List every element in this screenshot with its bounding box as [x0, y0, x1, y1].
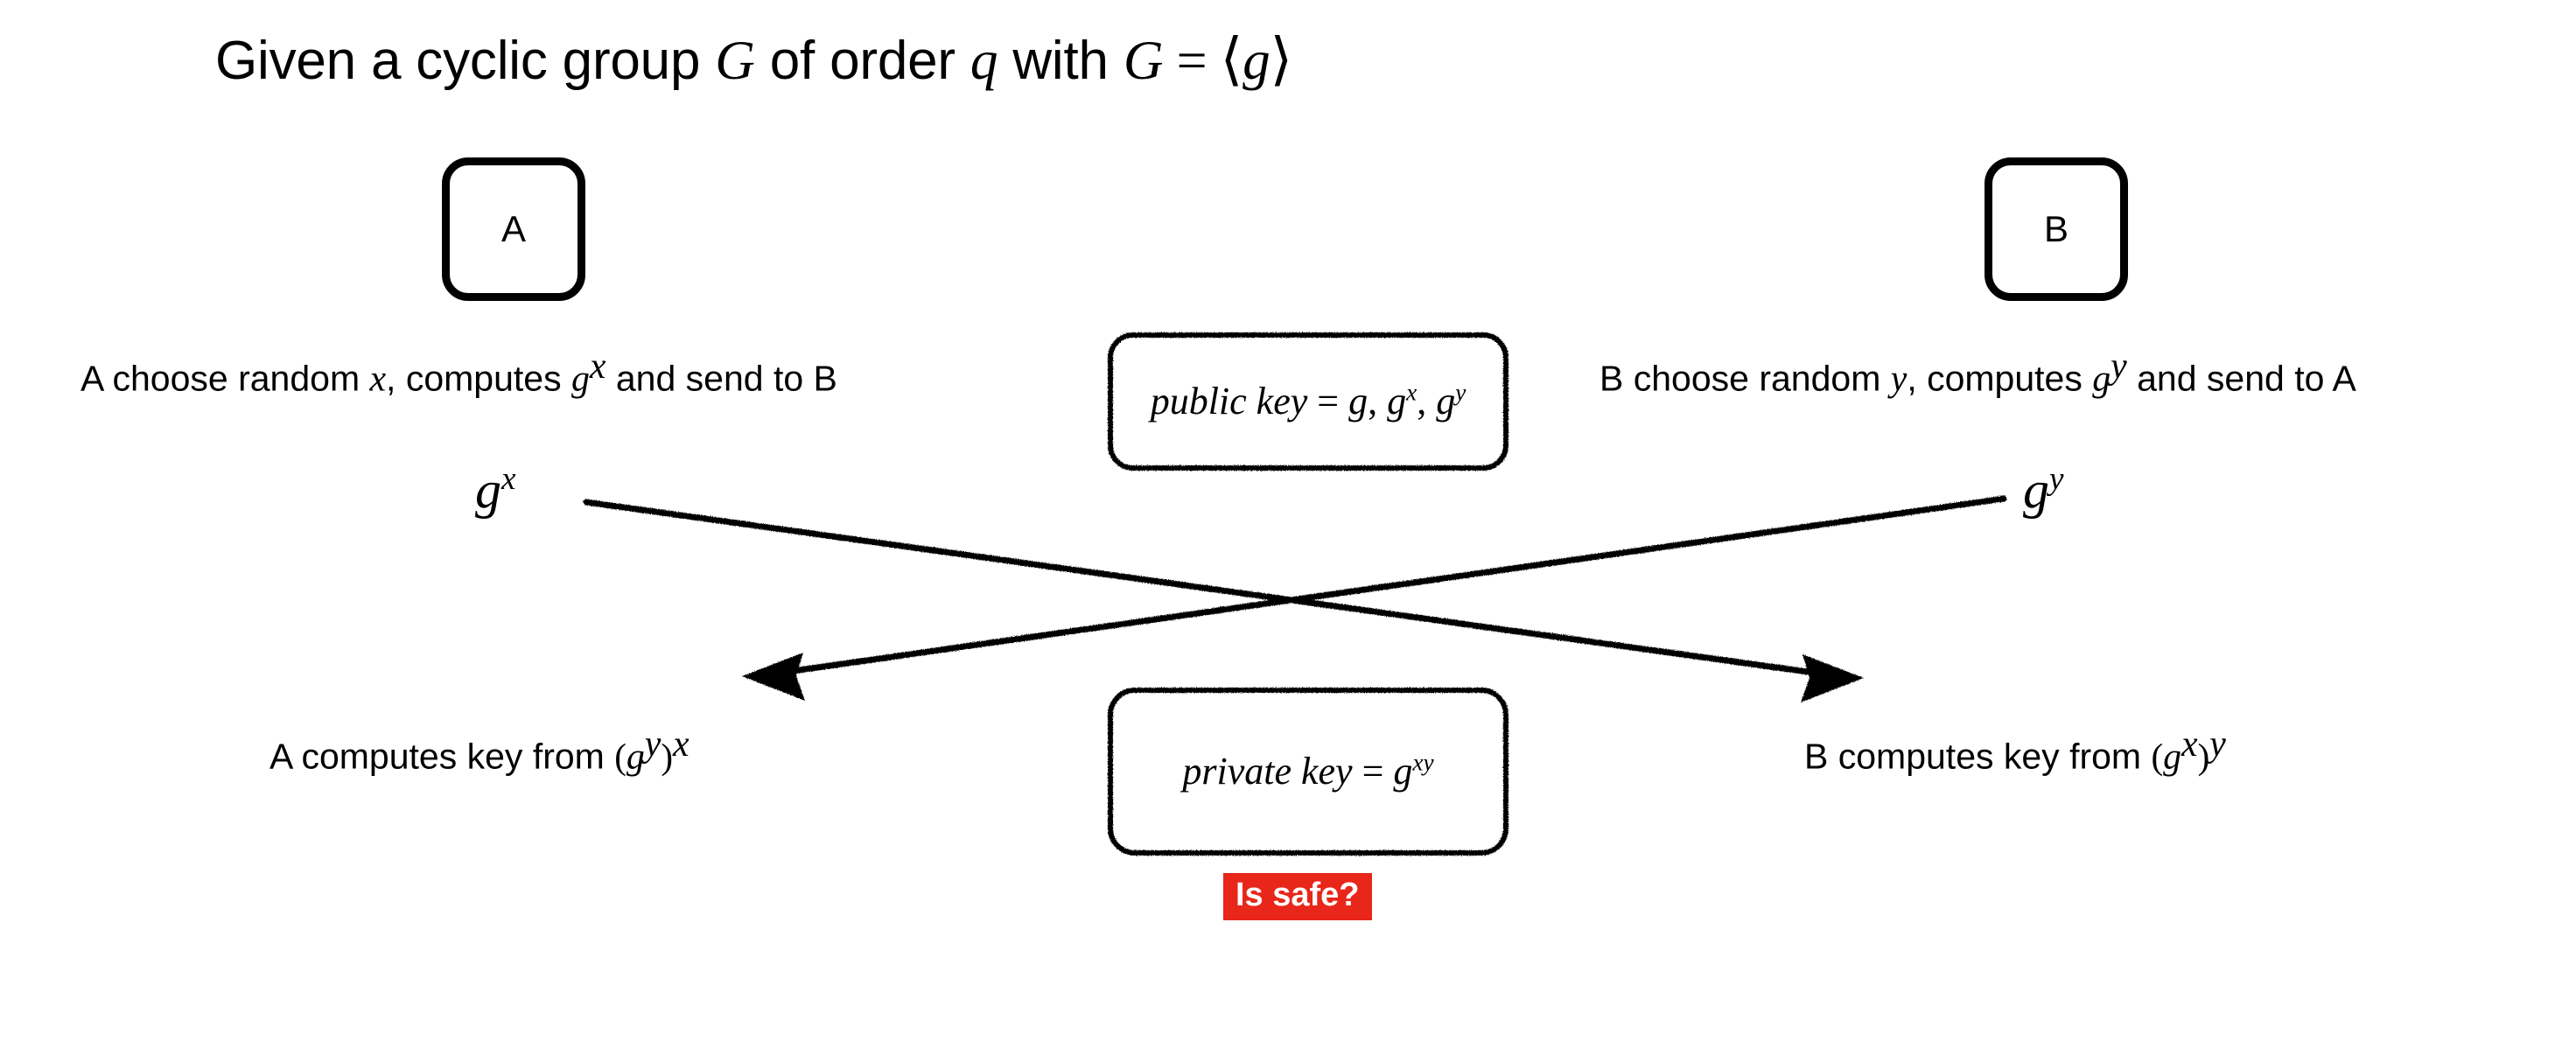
- title-mid-order: of order: [754, 31, 970, 91]
- step-b-variable: y: [1890, 359, 1908, 400]
- title-order-variable: q: [970, 30, 998, 91]
- party-b-label: B: [2043, 208, 2068, 249]
- result-a-paren-open: (: [614, 736, 626, 777]
- step-description-a: A choose random x, computes gx and send …: [80, 346, 837, 400]
- arrow-label-gy-base: g: [2023, 461, 2049, 519]
- step-b-mid: , computes: [1907, 358, 2093, 399]
- party-box-a[interactable]: A: [442, 157, 585, 301]
- private-key-exponent: xy: [1412, 749, 1434, 776]
- arrow-a-to-b: [583, 499, 1864, 702]
- public-key-formula: public key = g, gx, gy: [1150, 379, 1466, 423]
- status-badge-is-safe[interactable]: Is safe?: [1223, 873, 1372, 920]
- result-a-paren-close: ): [661, 736, 673, 777]
- step-a-prefix: A choose random: [80, 358, 370, 399]
- public-key-g: g: [1348, 380, 1368, 423]
- private-key-box: private key = gxy: [1106, 686, 1510, 857]
- step-b-exponent: y: [2110, 346, 2127, 387]
- result-a-inner-exponent: y: [644, 724, 662, 765]
- title-generator-variable: g: [1242, 30, 1270, 91]
- result-b-inner-exponent: x: [2181, 724, 2198, 765]
- step-a-exponent: x: [589, 346, 606, 387]
- party-a-label: A: [500, 208, 526, 249]
- public-key-comma-1: ,: [1368, 380, 1388, 423]
- step-a-base: g: [570, 359, 590, 400]
- title-group-variable-2: G: [1123, 30, 1164, 91]
- arrow-label-gy-exponent: y: [2049, 461, 2064, 497]
- step-a-mid: , computes: [386, 358, 571, 399]
- title-prefix: Given a cyclic group: [215, 31, 716, 91]
- arrow-label-gx-base: g: [475, 461, 501, 519]
- step-description-b: B choose random y, computes gy and send …: [1600, 346, 2356, 400]
- angle-open-icon: ⟨: [1220, 26, 1243, 93]
- public-key-gx-exponent: x: [1406, 379, 1418, 406]
- result-a-outer-exponent: x: [673, 724, 690, 765]
- public-key-gx-base: g: [1387, 380, 1407, 423]
- result-a-prefix: A computes key from: [270, 736, 615, 777]
- result-b-paren-close: ): [2197, 736, 2210, 777]
- result-b-paren-open: (: [2151, 736, 2164, 777]
- arrow-right-head-icon: [1801, 654, 1864, 702]
- step-b-base: g: [2092, 359, 2111, 400]
- party-box-b[interactable]: B: [1984, 157, 2128, 301]
- arrow-label-gx-exponent: x: [501, 461, 516, 497]
- arrow-label-gy: gy: [2023, 461, 2064, 519]
- title-mid-with: with: [998, 31, 1124, 91]
- private-key-base: g: [1393, 750, 1413, 793]
- result-b-prefix: B computes key from: [1804, 736, 2152, 777]
- public-key-gy-base: g: [1436, 380, 1456, 423]
- title-group-variable: G: [715, 30, 755, 91]
- page-title: Given a cyclic group G of order q with G…: [215, 31, 1292, 89]
- public-key-lead: public key: [1150, 380, 1308, 423]
- arrow-label-gx: gx: [475, 461, 516, 519]
- arrow-b-to-a: [742, 495, 2007, 701]
- private-key-lead: private key: [1182, 750, 1353, 793]
- angle-close-icon: ⟩: [1270, 26, 1293, 93]
- result-description-b: B computes key from (gx)y: [1804, 724, 2226, 778]
- step-a-suffix: and send to B: [606, 358, 837, 399]
- public-key-equals: =: [1307, 380, 1349, 423]
- status-badge-label: Is safe?: [1236, 877, 1360, 913]
- result-a-base: g: [626, 737, 645, 778]
- title-equals: =: [1163, 31, 1221, 91]
- step-b-suffix: and send to A: [2126, 358, 2356, 399]
- private-key-formula: private key = gxy: [1182, 749, 1434, 793]
- result-description-a: A computes key from (gy)x: [270, 724, 690, 778]
- public-key-box-outline: [1108, 332, 1508, 471]
- private-key-box-outline: [1108, 688, 1508, 856]
- public-key-box: public key = g, gx, gy: [1106, 331, 1510, 472]
- private-key-equals: =: [1352, 750, 1394, 793]
- result-b-base: g: [2163, 737, 2182, 778]
- step-a-variable: x: [369, 359, 387, 400]
- public-key-comma-2: ,: [1417, 380, 1437, 423]
- step-b-prefix: B choose random: [1600, 358, 1891, 399]
- result-b-outer-exponent: y: [2209, 724, 2226, 765]
- public-key-gy-exponent: y: [1455, 379, 1466, 406]
- arrow-left-head-icon: [742, 653, 805, 701]
